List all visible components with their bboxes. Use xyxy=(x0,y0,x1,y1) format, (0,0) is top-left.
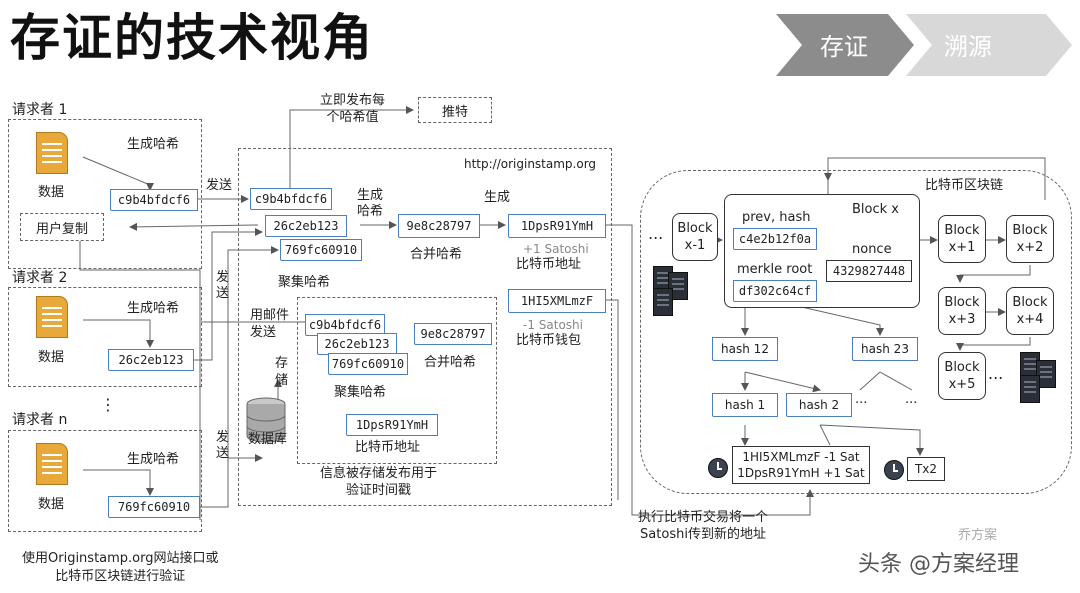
info-stored-label: 信息被存储发布用于 验证时间戳 xyxy=(320,466,438,498)
document-icon xyxy=(36,443,68,485)
stored-hash-1: c9b4bfdcf6 xyxy=(305,314,385,336)
tx2-box: Tx2 xyxy=(907,457,945,481)
doc-label-2: 数据 xyxy=(38,350,65,365)
plus-satoshi: +1 Satoshi xyxy=(523,242,589,256)
nonce-value: 4329827448 xyxy=(826,260,912,282)
requester-dots: ⋮ xyxy=(100,395,116,414)
block-x2: Block x+2 xyxy=(1006,215,1054,263)
hash-12: hash 12 xyxy=(712,337,778,361)
btc-wallet-box: 1HI5XMLmzF xyxy=(508,289,606,313)
btc-address-label: 比特币地址 xyxy=(516,257,582,272)
block-x1: Block x+1 xyxy=(938,215,986,263)
blockchain-title: 比特币区块链 xyxy=(925,178,1004,193)
prev-hash-label: prev, hash xyxy=(742,210,811,225)
hash-23: hash 23 xyxy=(852,337,918,361)
stored-hash-2: 26c2eb123 xyxy=(317,333,397,355)
site-url[interactable]: http://originstamp.org xyxy=(464,157,597,171)
server-icon xyxy=(653,288,673,316)
send-label: 发送 xyxy=(206,178,233,193)
doc-label-n: 数据 xyxy=(38,497,65,512)
tx-box: 1HI5XMLmzF -1 Sat 1DpsR91YmH +1 Sat xyxy=(732,446,870,484)
execute-label: 执行比特币交易将一个 Satoshi传到新的地址 xyxy=(638,510,769,542)
database-label: 数据库 xyxy=(248,432,288,447)
step-nav xyxy=(776,14,1072,76)
tweet-box[interactable]: 推特 xyxy=(418,97,492,123)
merkle-root: df302c64cf xyxy=(733,280,817,302)
block-x xyxy=(724,194,920,308)
stored-merge-label: 合并哈希 xyxy=(424,355,477,370)
send-email-label: 用邮件 发送 xyxy=(250,308,290,340)
hash-box-1: c9b4bfdcf6 xyxy=(110,189,198,211)
chain-dots-right: ... xyxy=(988,364,1004,383)
hash-box-n: 769fc60910 xyxy=(108,496,200,518)
block-x5: Block x+5 xyxy=(938,352,986,400)
stored-info-box xyxy=(297,297,497,464)
minus-satoshi: -1 Satoshi xyxy=(523,318,583,332)
requester-2-label: 请求者 2 xyxy=(12,270,68,286)
clock-icon xyxy=(884,460,904,480)
store-label: 存 储 xyxy=(275,356,289,388)
stored-address-label: 比特币地址 xyxy=(355,440,421,455)
merkle-root-label: merkle root xyxy=(737,262,813,277)
server-icon xyxy=(1020,375,1040,403)
server-icon xyxy=(668,272,688,300)
originstamp-box xyxy=(238,148,612,506)
agg-hash-1: c9b4bfdcf6 xyxy=(250,188,332,210)
doc-label-1: 数据 xyxy=(38,185,65,200)
agg-hash-2: 26c2eb123 xyxy=(265,215,347,237)
send-vertical-label-2: 发送 xyxy=(216,270,230,301)
prev-hash: c4e2b12f0a xyxy=(733,228,817,250)
block-x-title: Block x xyxy=(852,202,899,217)
agg-hash-3: 769fc60910 xyxy=(280,239,362,261)
hash-2: hash 2 xyxy=(786,393,852,417)
merge-label: 合并哈希 xyxy=(410,247,463,262)
block-x4: Block x+4 xyxy=(1006,287,1054,335)
blockchain-area xyxy=(640,170,1072,494)
requester-1-label: 请求者 1 xyxy=(12,102,68,118)
stored-aggregate-label: 聚集哈希 xyxy=(334,385,387,400)
verify-label: 使用Originstamp.org网站接口或 比特币区块链进行验证 xyxy=(22,551,219,584)
document-icon xyxy=(36,296,68,338)
hash-1: hash 1 xyxy=(712,393,778,417)
block-x3: Block x+3 xyxy=(938,287,986,335)
btc-address-box: 1DpsR91YmH xyxy=(508,214,606,238)
clock-icon xyxy=(708,458,728,478)
merged-hash: 9e8c28797 xyxy=(398,214,480,238)
server-icon xyxy=(1036,360,1056,388)
gen-hash-label-2: 生成哈希 xyxy=(127,301,180,316)
step-next[interactable]: 溯源 xyxy=(944,33,992,61)
gen-hash2-label: 生成 哈希 xyxy=(357,188,384,219)
stored-hash-3: 769fc60910 xyxy=(328,353,408,375)
block-prev: Block x-1 xyxy=(672,213,718,261)
watermark: 头条 @方案经理 xyxy=(858,552,1019,577)
gen-label: 生成 xyxy=(484,190,511,205)
merkle-dots-2: ... xyxy=(905,392,918,407)
chain-dots-left: ... xyxy=(648,224,664,243)
stored-address: 1DpsR91YmH xyxy=(346,414,438,436)
btc-wallet-label: 比特币钱包 xyxy=(516,333,582,348)
watermark-small: 乔方案 xyxy=(958,528,998,543)
database-icon xyxy=(246,397,286,443)
publish-label: 立即发布每 个哈希值 xyxy=(320,93,386,125)
requester-1-box xyxy=(8,119,202,269)
requester-n-box xyxy=(8,430,202,532)
gen-hash-label-1: 生成哈希 xyxy=(127,137,180,152)
document-icon xyxy=(36,132,68,174)
hash-box-2: 26c2eb123 xyxy=(108,349,194,371)
aggregate-label: 聚集哈希 xyxy=(278,275,331,290)
page-title: 存证的技术视角 xyxy=(10,9,374,67)
requester-2-box xyxy=(8,287,202,387)
user-copy-box: 用户复制 xyxy=(20,213,104,241)
nonce-label: nonce xyxy=(852,242,892,257)
requester-n-label: 请求者 n xyxy=(12,412,68,428)
stored-merged: 9e8c28797 xyxy=(414,323,492,345)
step-current[interactable]: 存证 xyxy=(820,33,868,61)
send-vertical-label-n: 发送 xyxy=(216,430,230,461)
gen-hash-label-n: 生成哈希 xyxy=(127,452,180,467)
merkle-dots-1: ... xyxy=(855,392,868,407)
